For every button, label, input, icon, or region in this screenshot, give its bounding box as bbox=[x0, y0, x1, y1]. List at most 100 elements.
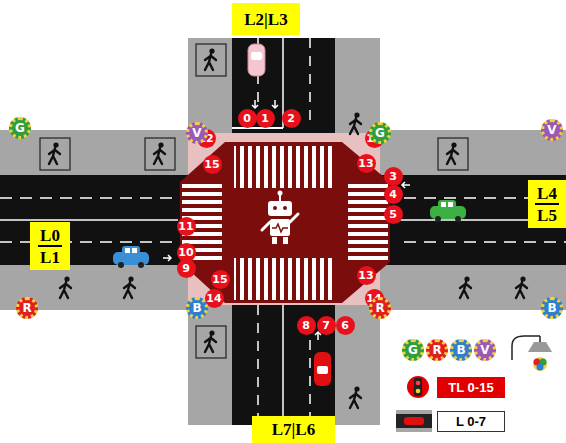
light-badge: B bbox=[450, 339, 472, 361]
callout-number: 11 bbox=[177, 217, 196, 236]
lane-line bbox=[309, 340, 311, 425]
stop-line bbox=[232, 127, 283, 129]
road-icon-lane bbox=[396, 414, 432, 428]
lamp-light bbox=[533, 357, 547, 371]
car-body bbox=[314, 352, 331, 386]
car-pink bbox=[248, 44, 265, 76]
car-window bbox=[441, 202, 446, 207]
car-wheel bbox=[455, 216, 461, 222]
lamp-wire bbox=[539, 336, 541, 342]
callout-number: 15 bbox=[203, 155, 222, 174]
lamp-light bbox=[537, 364, 544, 371]
traffic-light-badge bbox=[407, 376, 429, 398]
lane-name: L7|L6 bbox=[270, 420, 317, 439]
callout-number: 7 bbox=[317, 316, 336, 335]
pedestrian-icon bbox=[516, 276, 527, 298]
car-wheel bbox=[138, 262, 144, 268]
light-badge: V bbox=[474, 339, 496, 361]
callout-number: 10 bbox=[177, 243, 196, 262]
car-window bbox=[448, 202, 453, 207]
car-green bbox=[430, 200, 466, 222]
robot-antenna-tip bbox=[278, 191, 283, 196]
car-body bbox=[248, 44, 265, 76]
callout-number: 4 bbox=[384, 185, 403, 204]
robot-pulse bbox=[272, 224, 288, 232]
lane-line bbox=[0, 219, 178, 221]
lane-name: L2|L3 bbox=[242, 10, 289, 29]
light-badge: V bbox=[541, 119, 563, 141]
light-badge: R bbox=[16, 297, 38, 319]
car-cabin bbox=[122, 246, 140, 255]
crosswalks bbox=[182, 146, 388, 300]
lamp-shade bbox=[528, 342, 552, 352]
lane-box: L4L5 bbox=[528, 180, 566, 228]
sidewalk bbox=[188, 305, 232, 425]
car-window bbox=[251, 52, 262, 60]
pedestrian-icon bbox=[447, 142, 458, 164]
road bbox=[232, 297, 335, 425]
lane-arrow bbox=[402, 182, 410, 188]
car-window bbox=[132, 248, 137, 253]
pedestrian-icon bbox=[49, 142, 60, 164]
light-badge: R bbox=[426, 339, 448, 361]
car-cabin bbox=[438, 200, 456, 209]
light-badge: G bbox=[402, 339, 424, 361]
legend-text: L 0-7 bbox=[437, 411, 505, 432]
callout-number: 5 bbox=[384, 205, 403, 224]
robot-eye bbox=[283, 206, 287, 210]
lane-box: L0L1 bbox=[30, 222, 70, 270]
intersection-box bbox=[180, 142, 390, 303]
sign-frame bbox=[196, 326, 226, 358]
pedestrian-icon bbox=[124, 276, 135, 298]
sidewalk bbox=[335, 38, 380, 133]
traffic-light-lamp bbox=[416, 381, 421, 386]
roads bbox=[0, 38, 566, 425]
road-icon-ground bbox=[396, 410, 432, 432]
callout-number: 2 bbox=[282, 109, 301, 128]
sidewalks bbox=[0, 38, 566, 425]
crosswalk bbox=[234, 146, 334, 188]
robot-arms bbox=[262, 214, 298, 230]
robot-leg bbox=[283, 237, 288, 244]
pedestrian-icon bbox=[154, 142, 165, 164]
car-red bbox=[314, 352, 331, 386]
road-icon-car bbox=[404, 417, 424, 425]
light-badge: G bbox=[9, 117, 31, 139]
car-blue bbox=[113, 246, 149, 268]
sign-frame bbox=[145, 138, 175, 170]
car-window bbox=[317, 366, 328, 374]
lane-markings bbox=[0, 38, 566, 425]
lane-line bbox=[0, 241, 172, 243]
light-badge: B bbox=[541, 297, 563, 319]
traffic-light-icon bbox=[407, 376, 429, 398]
sign-frame bbox=[196, 44, 226, 76]
callout-number: 3 bbox=[384, 167, 403, 186]
lane-line bbox=[282, 305, 284, 425]
pedestrian-icon bbox=[350, 112, 361, 134]
pedestrian-icon bbox=[460, 276, 471, 298]
lane-arrow bbox=[163, 255, 171, 261]
road-icon bbox=[396, 410, 432, 432]
crosswalk bbox=[348, 182, 388, 262]
lane-line bbox=[257, 305, 259, 425]
lane-line bbox=[404, 241, 566, 243]
legend-text: TL 0-15 bbox=[437, 377, 505, 398]
light-badge: R bbox=[369, 297, 391, 319]
robot-eye bbox=[273, 206, 277, 210]
light-badge: B bbox=[186, 297, 208, 319]
lane-arrow bbox=[252, 100, 258, 108]
lane-name: L5 bbox=[535, 206, 559, 225]
callout-number: 6 bbox=[336, 316, 355, 335]
lane-arrow bbox=[272, 100, 278, 108]
lane-name: L4 bbox=[535, 184, 559, 205]
pedestrian-icon bbox=[205, 330, 216, 352]
lane-box: L7|L6 bbox=[252, 416, 335, 443]
car-window bbox=[125, 248, 130, 253]
traffic-light-lamp bbox=[416, 389, 421, 394]
pedestrian-icon bbox=[205, 48, 216, 70]
car-wheel bbox=[118, 262, 124, 268]
lane-name: L1 bbox=[38, 248, 62, 267]
lamp-icon bbox=[512, 336, 552, 371]
callout-number: 13 bbox=[357, 154, 376, 173]
